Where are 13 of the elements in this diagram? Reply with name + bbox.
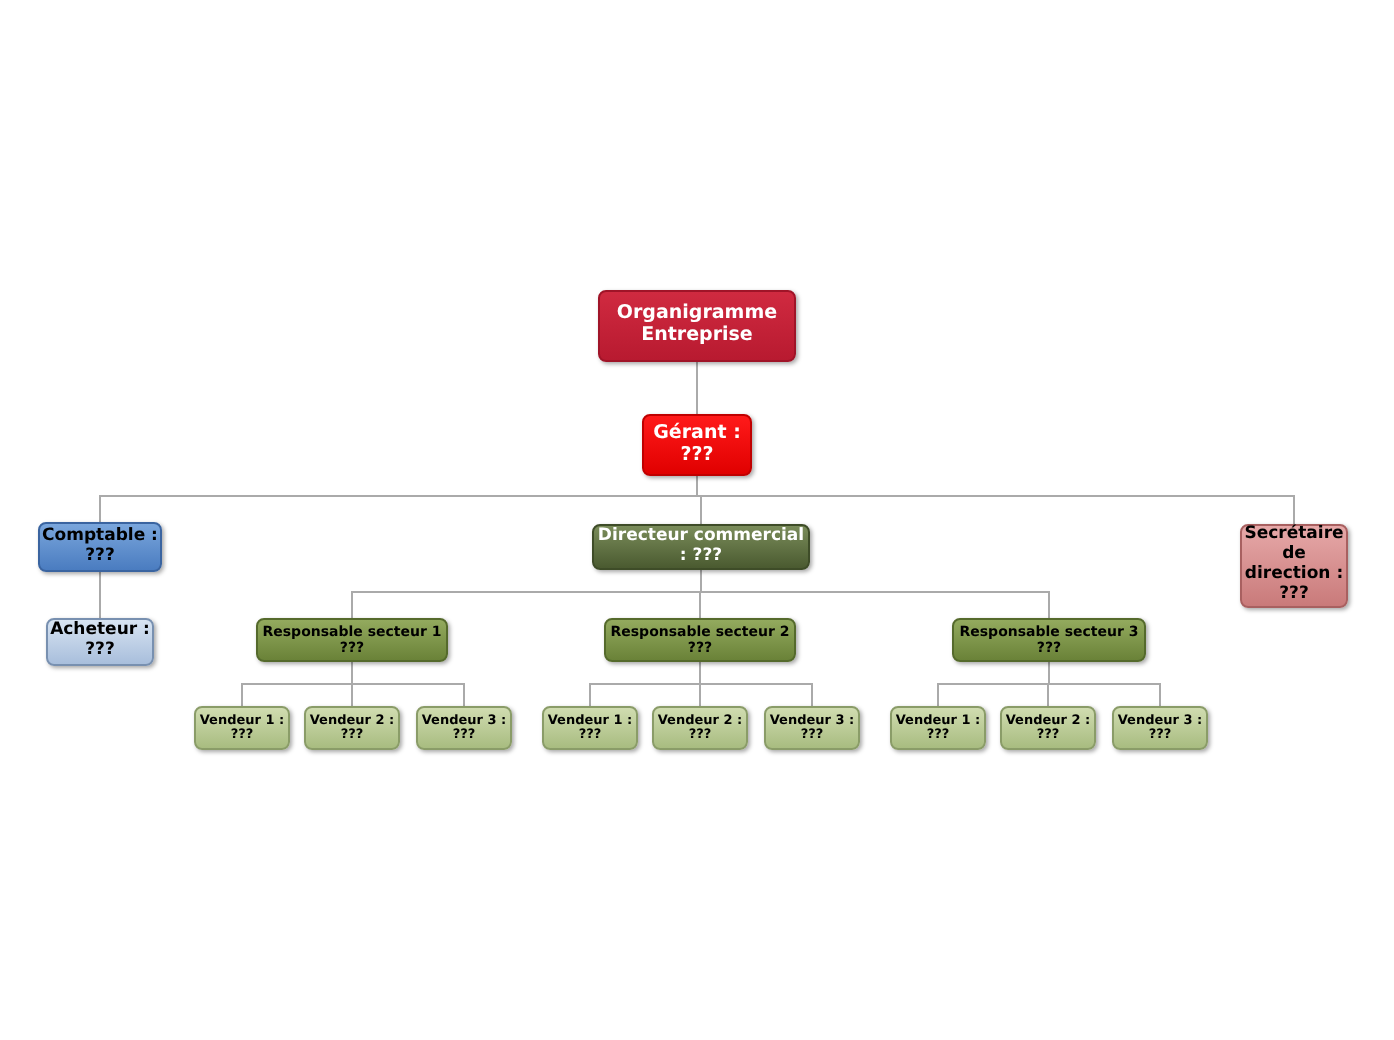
connector-line: [351, 661, 465, 707]
title-box: Organigramme Entreprise: [598, 290, 796, 362]
manager-box: Gérant : ???: [642, 414, 752, 476]
connector-line: [696, 475, 1295, 525]
connector-line: [99, 571, 101, 619]
connector-line: [1048, 661, 1161, 707]
connector-line: [699, 661, 813, 707]
department-box: Comptable : ???: [38, 522, 162, 572]
director-box: Directeur commercial : ???: [592, 524, 810, 570]
connector-line: [696, 361, 698, 415]
connector-line: [700, 569, 1050, 619]
employee-box: Acheteur : ???: [46, 618, 154, 666]
department-box: Secrétaire de direction : ???: [1240, 524, 1348, 608]
